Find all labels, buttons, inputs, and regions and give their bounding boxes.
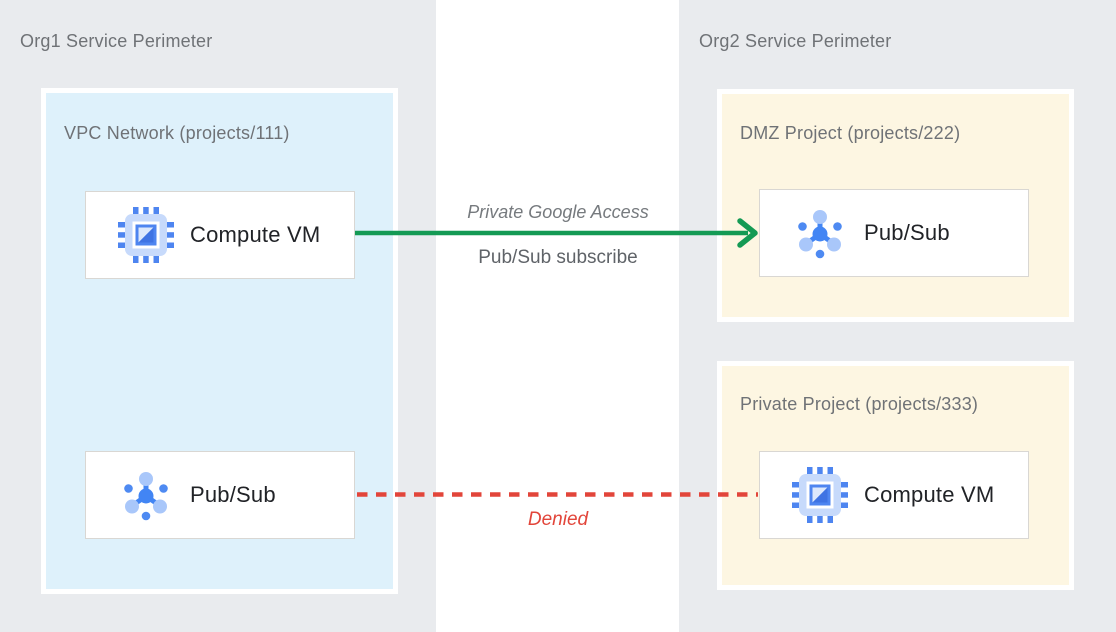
org1-compute-vm-label: Compute VM [190, 222, 321, 247]
org2-private-compute-vm-card: Compute VM [759, 451, 1029, 539]
denied-flow-label: Denied [527, 509, 589, 530]
pubsub-icon [792, 205, 848, 261]
dmz-project-title: DMZ Project (projects/222) [740, 123, 961, 143]
compute-vm-icon [792, 467, 848, 523]
private-project-title: Private Project (projects/333) [740, 394, 979, 414]
org2-dmz-pubsub-label: Pub/Sub [864, 220, 950, 245]
org1-pubsub-card: Pub/Sub [85, 451, 355, 539]
vpc-network-title: VPC Network (projects/111) [64, 123, 290, 143]
org1-perimeter-title: Org1 Service Perimeter [20, 31, 213, 51]
allowed-flow-label-private-google-access: Private Google Access [467, 202, 649, 222]
allowed-flow-label-pubsub-subscribe: Pub/Sub subscribe [478, 247, 638, 268]
org2-perimeter-title: Org2 Service Perimeter [699, 31, 892, 51]
org1-compute-vm-card: Compute VM [85, 191, 355, 279]
org2-private-compute-vm-label: Compute VM [864, 482, 995, 507]
org2-dmz-pubsub-card: Pub/Sub [759, 189, 1029, 277]
pubsub-icon [118, 467, 174, 523]
compute-vm-icon [118, 207, 174, 263]
org1-pubsub-label: Pub/Sub [190, 482, 276, 507]
